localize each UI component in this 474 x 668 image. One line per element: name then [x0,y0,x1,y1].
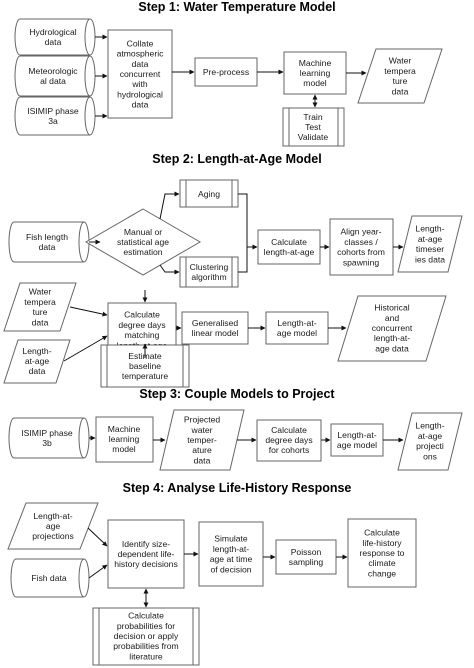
process-length-at-age-model-3: Length-at-age model [330,423,384,457]
step-2-title: Step 2: Length-at-Age Model [152,152,321,166]
aging-label: Aging [198,189,220,199]
step-1-title: Step 1: Water Temperature Model [138,0,335,14]
step-4-connectors [87,527,348,608]
length-at-age-model-2-label: Length-at-age model [277,318,317,338]
subprocess-aging: Aging [179,179,239,208]
identify-decisions-label: Identify size-dependent life-history dec… [114,539,178,569]
step-3-title: Step 3: Couple Models to Project [139,387,335,401]
step-3-connectors [89,435,404,443]
step-2-connectors [63,191,404,362]
step-1-connectors [95,34,367,119]
process-identify-decisions: Identify size-dependent life-history dec… [107,519,185,589]
pre-process-label: Pre-process [203,67,249,77]
fish-data-label: Fish data [31,573,67,583]
process-length-at-age-model-2: Length-at-age model [265,311,329,345]
length-at-age-model-3-label: Length-at-age model [337,430,377,450]
step-4-title: Step 4: Analyse Life-History Response [123,481,352,495]
storage-fish-data: Fish data [10,558,90,598]
process-pre-process: Pre-process [194,57,258,87]
